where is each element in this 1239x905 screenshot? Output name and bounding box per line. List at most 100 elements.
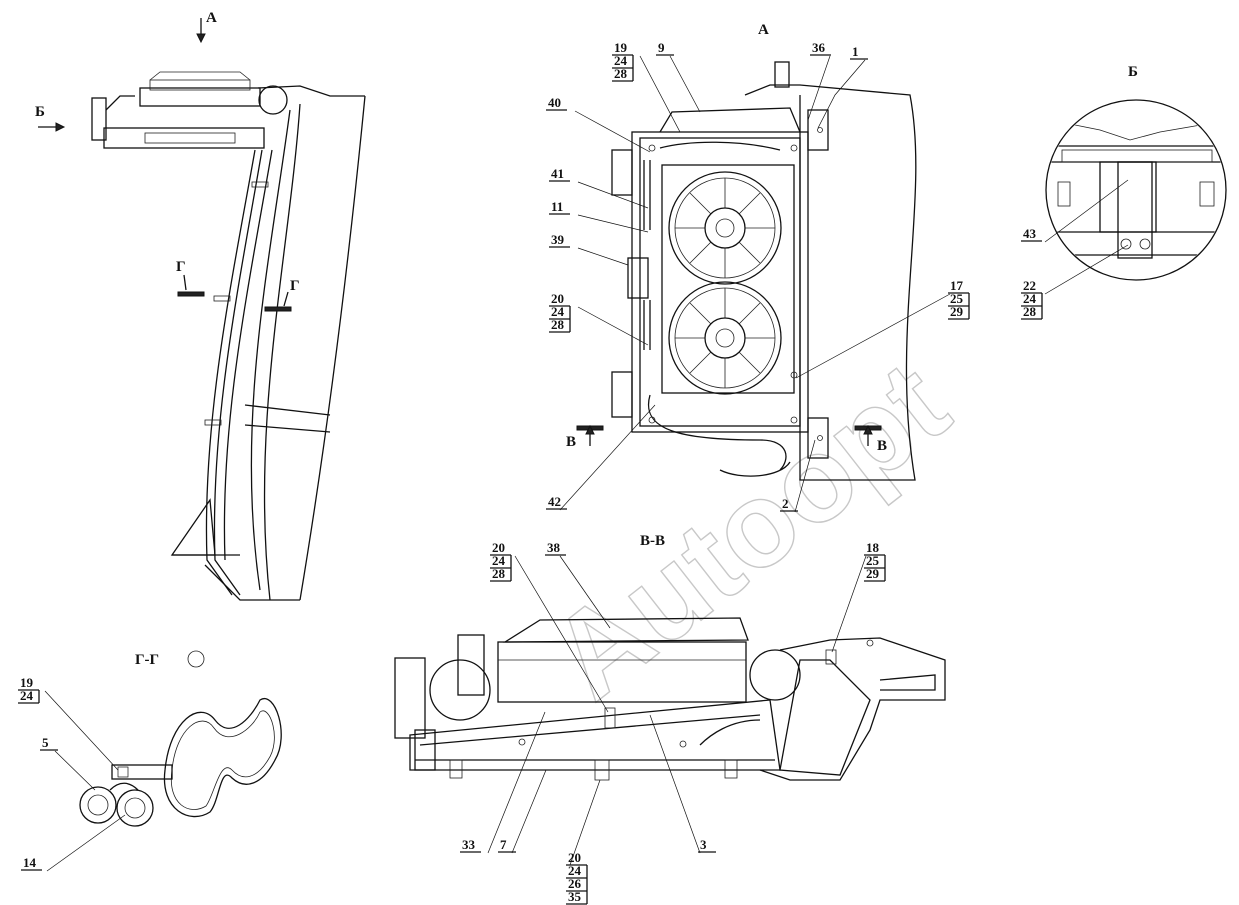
lamp-housing [429,659,491,721]
cabin-foot [170,498,216,556]
view-b-title: Б [1128,64,1138,80]
detail-block [1099,161,1157,233]
section-v-left-label: В [566,434,576,450]
callout-c3: 3 [649,714,716,854]
cabin-sill [204,564,300,601]
callout-number: 20 [492,540,505,555]
callout-leader [577,247,629,266]
view-arrow-b-label: Б [35,104,45,120]
callout-number: 18 [866,540,880,555]
callout-number: 11 [551,199,563,214]
detail-bolt-2 [1139,238,1151,250]
roof-bracket [103,127,265,149]
hose-left-upper [643,160,651,230]
callout-leader [487,711,546,854]
view-a-title: А [758,22,769,38]
bolt [790,371,798,379]
detail-bolt-1 [1120,238,1132,250]
detail-circle [1045,99,1227,281]
roof-mount-circle [258,85,288,115]
view-arrow-a-head [196,33,206,44]
callout-number: 3 [700,837,707,852]
detail-clamp [1117,161,1153,259]
cabin-rear-inner [779,659,871,776]
callout-c43: 43 [1021,179,1129,243]
section-v-right-head [863,424,873,435]
view-arrow-a-label: А [206,10,217,26]
roof-line [257,85,365,97]
callout-number: 42 [548,494,561,509]
roof-radiator-body [139,87,261,107]
hose-run-inner [205,149,256,596]
callout-number: 33 [462,837,476,852]
bolt [648,416,656,424]
roof-fan-cover [149,71,251,81]
fan-frame [631,131,809,433]
callout-leader [1044,244,1129,295]
cabin-rear-edge [299,95,366,601]
callout-number: 29 [866,566,880,581]
section-g-right-arrow [283,291,289,307]
section-g-right-bar [264,306,292,312]
hose-clamp-3 [204,419,222,426]
callout-c41: 41 [549,166,649,209]
callout-c33: 33 [460,711,546,854]
pillar-profile-outer [163,697,282,818]
callout-leader [794,439,816,513]
watermark: Autoopt [527,336,972,725]
section-g-g-title: Г-Г [135,652,159,668]
callout-number: 5 [42,735,49,750]
callout-number: 24 [1023,291,1037,306]
center-mark [679,740,687,748]
bracket-19 [111,764,173,780]
section-g-g: Г-Г [79,650,282,827]
hose-clamp [109,782,139,791]
callout-c36: 36 [807,40,831,121]
callout-c39: 39 [549,232,629,266]
hose-14 [116,789,154,827]
callout-leader [831,555,867,653]
roof-fan-housing [149,79,251,91]
side-lamp [91,97,107,141]
callout-number: 25 [866,553,880,568]
hose-chain [719,461,791,477]
rear-round-part [749,649,801,701]
callout-leader [649,714,701,854]
callout-number: 40 [548,95,561,110]
clamp-18 [825,649,837,665]
window-frame-mid [244,404,331,416]
side-view: А Б Г Г [35,10,366,601]
roof-outline [744,84,917,481]
hose-run-outer [213,149,263,596]
rear-tube [879,674,936,691]
callout-c1: 1 [817,44,868,129]
callout-leader [514,555,609,713]
fan-cover-side [502,617,749,643]
callout-number: 26 [568,876,582,891]
callout-c7: 7 [498,769,547,854]
callout-number: 28 [1023,304,1037,319]
callout-leader [639,55,681,133]
callout-leader [577,181,649,209]
section-g-left-label: Г [176,259,186,275]
callout-leader [807,55,831,121]
callout-number: 24 [568,863,582,878]
detail-strip [1061,149,1213,163]
callout-number: 20 [551,291,564,306]
side-pipe [105,95,135,111]
rotate-symbol [187,650,205,668]
clamp-20 [604,707,616,729]
callout-leader [46,814,126,872]
callout-leader [574,110,651,153]
callout-leader [577,214,649,233]
callout-c40: 40 [546,95,651,153]
callout-leader [559,404,656,511]
hose-run-third [223,149,273,561]
callout-number: 9 [658,40,665,55]
filter-39 [627,257,649,299]
clamp-lower-right [724,759,738,779]
